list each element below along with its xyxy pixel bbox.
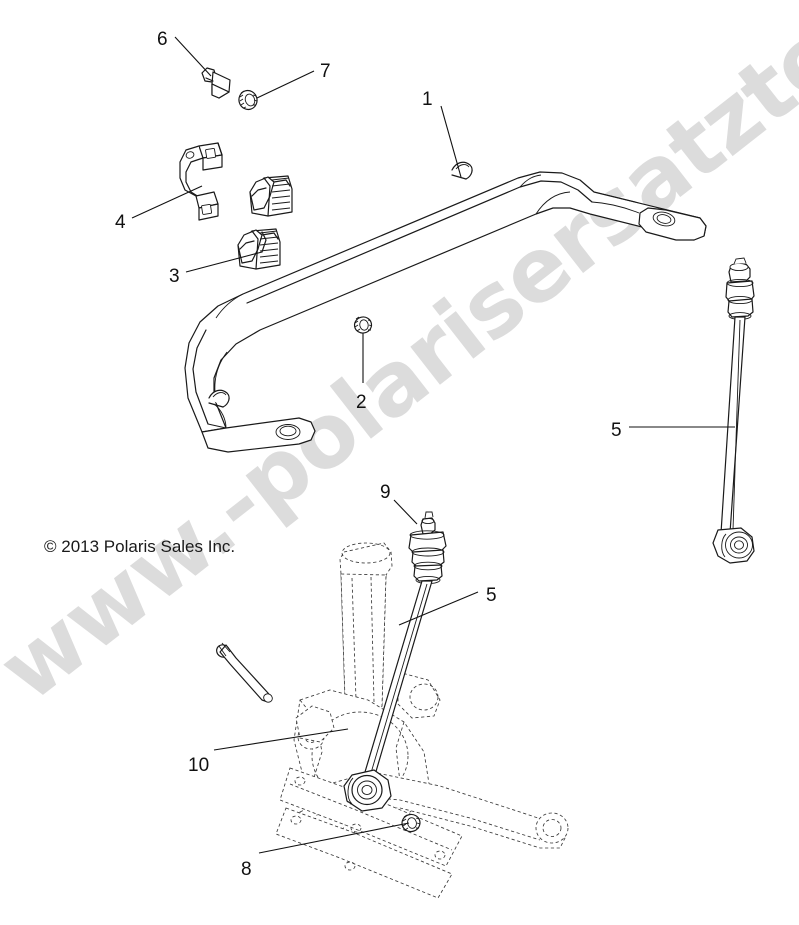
callout-label-link-bushing-top: 9	[380, 482, 391, 503]
link-eye-bottom	[343, 769, 392, 812]
part-1-stabilizer-bar	[184, 161, 707, 453]
callout-label-bushing: 3	[169, 266, 180, 287]
part-3-bushing-lower	[237, 228, 281, 270]
bar-mount-tab-left	[208, 389, 230, 408]
callout-label-bolt: 8	[241, 859, 252, 880]
part-5-sway-bar-link-center	[343, 511, 447, 812]
leader-8	[258, 822, 410, 854]
leader-5-center	[398, 591, 479, 626]
part-2-nut	[353, 316, 373, 334]
part-10-screw	[216, 642, 273, 703]
leader-4	[131, 185, 203, 219]
part-7-flange-nut	[238, 89, 258, 111]
callout-label-flange-nut: 7	[320, 61, 331, 82]
callout-label-sway-bar-link: 5	[486, 585, 497, 606]
callout-label-bracket-strap: 4	[115, 212, 126, 233]
leader-9	[393, 499, 418, 525]
part-8-bolt	[401, 813, 421, 833]
callout-label-stabilizer-bar: 1	[422, 89, 433, 110]
leader-6	[174, 36, 212, 77]
leader-lines	[131, 36, 735, 854]
callout-label-nut: 2	[356, 392, 367, 413]
part-9-link-bushing-top	[408, 511, 447, 585]
leader-3	[185, 251, 263, 273]
part-3-bushing-upper	[249, 175, 293, 217]
part-5-sway-bar-link-right	[712, 257, 755, 564]
callout-label-flange-bolt: 6	[157, 29, 168, 50]
mounting-plate	[275, 767, 463, 899]
part-4-bracket-strap	[179, 142, 223, 221]
leader-1	[440, 105, 462, 178]
copyright-notice: © 2013 Polaris Sales Inc.	[44, 537, 236, 556]
leader-7	[256, 70, 315, 99]
bar-mount-tab-right	[451, 161, 473, 180]
callout-label-sway-bar-link: 5	[611, 420, 622, 441]
bar-end-right	[591, 191, 707, 241]
callout-label-screw: 10	[188, 755, 210, 776]
bar-end-left	[201, 403, 316, 453]
part-6-flange-bolt	[201, 67, 231, 99]
leader-10	[213, 728, 349, 751]
